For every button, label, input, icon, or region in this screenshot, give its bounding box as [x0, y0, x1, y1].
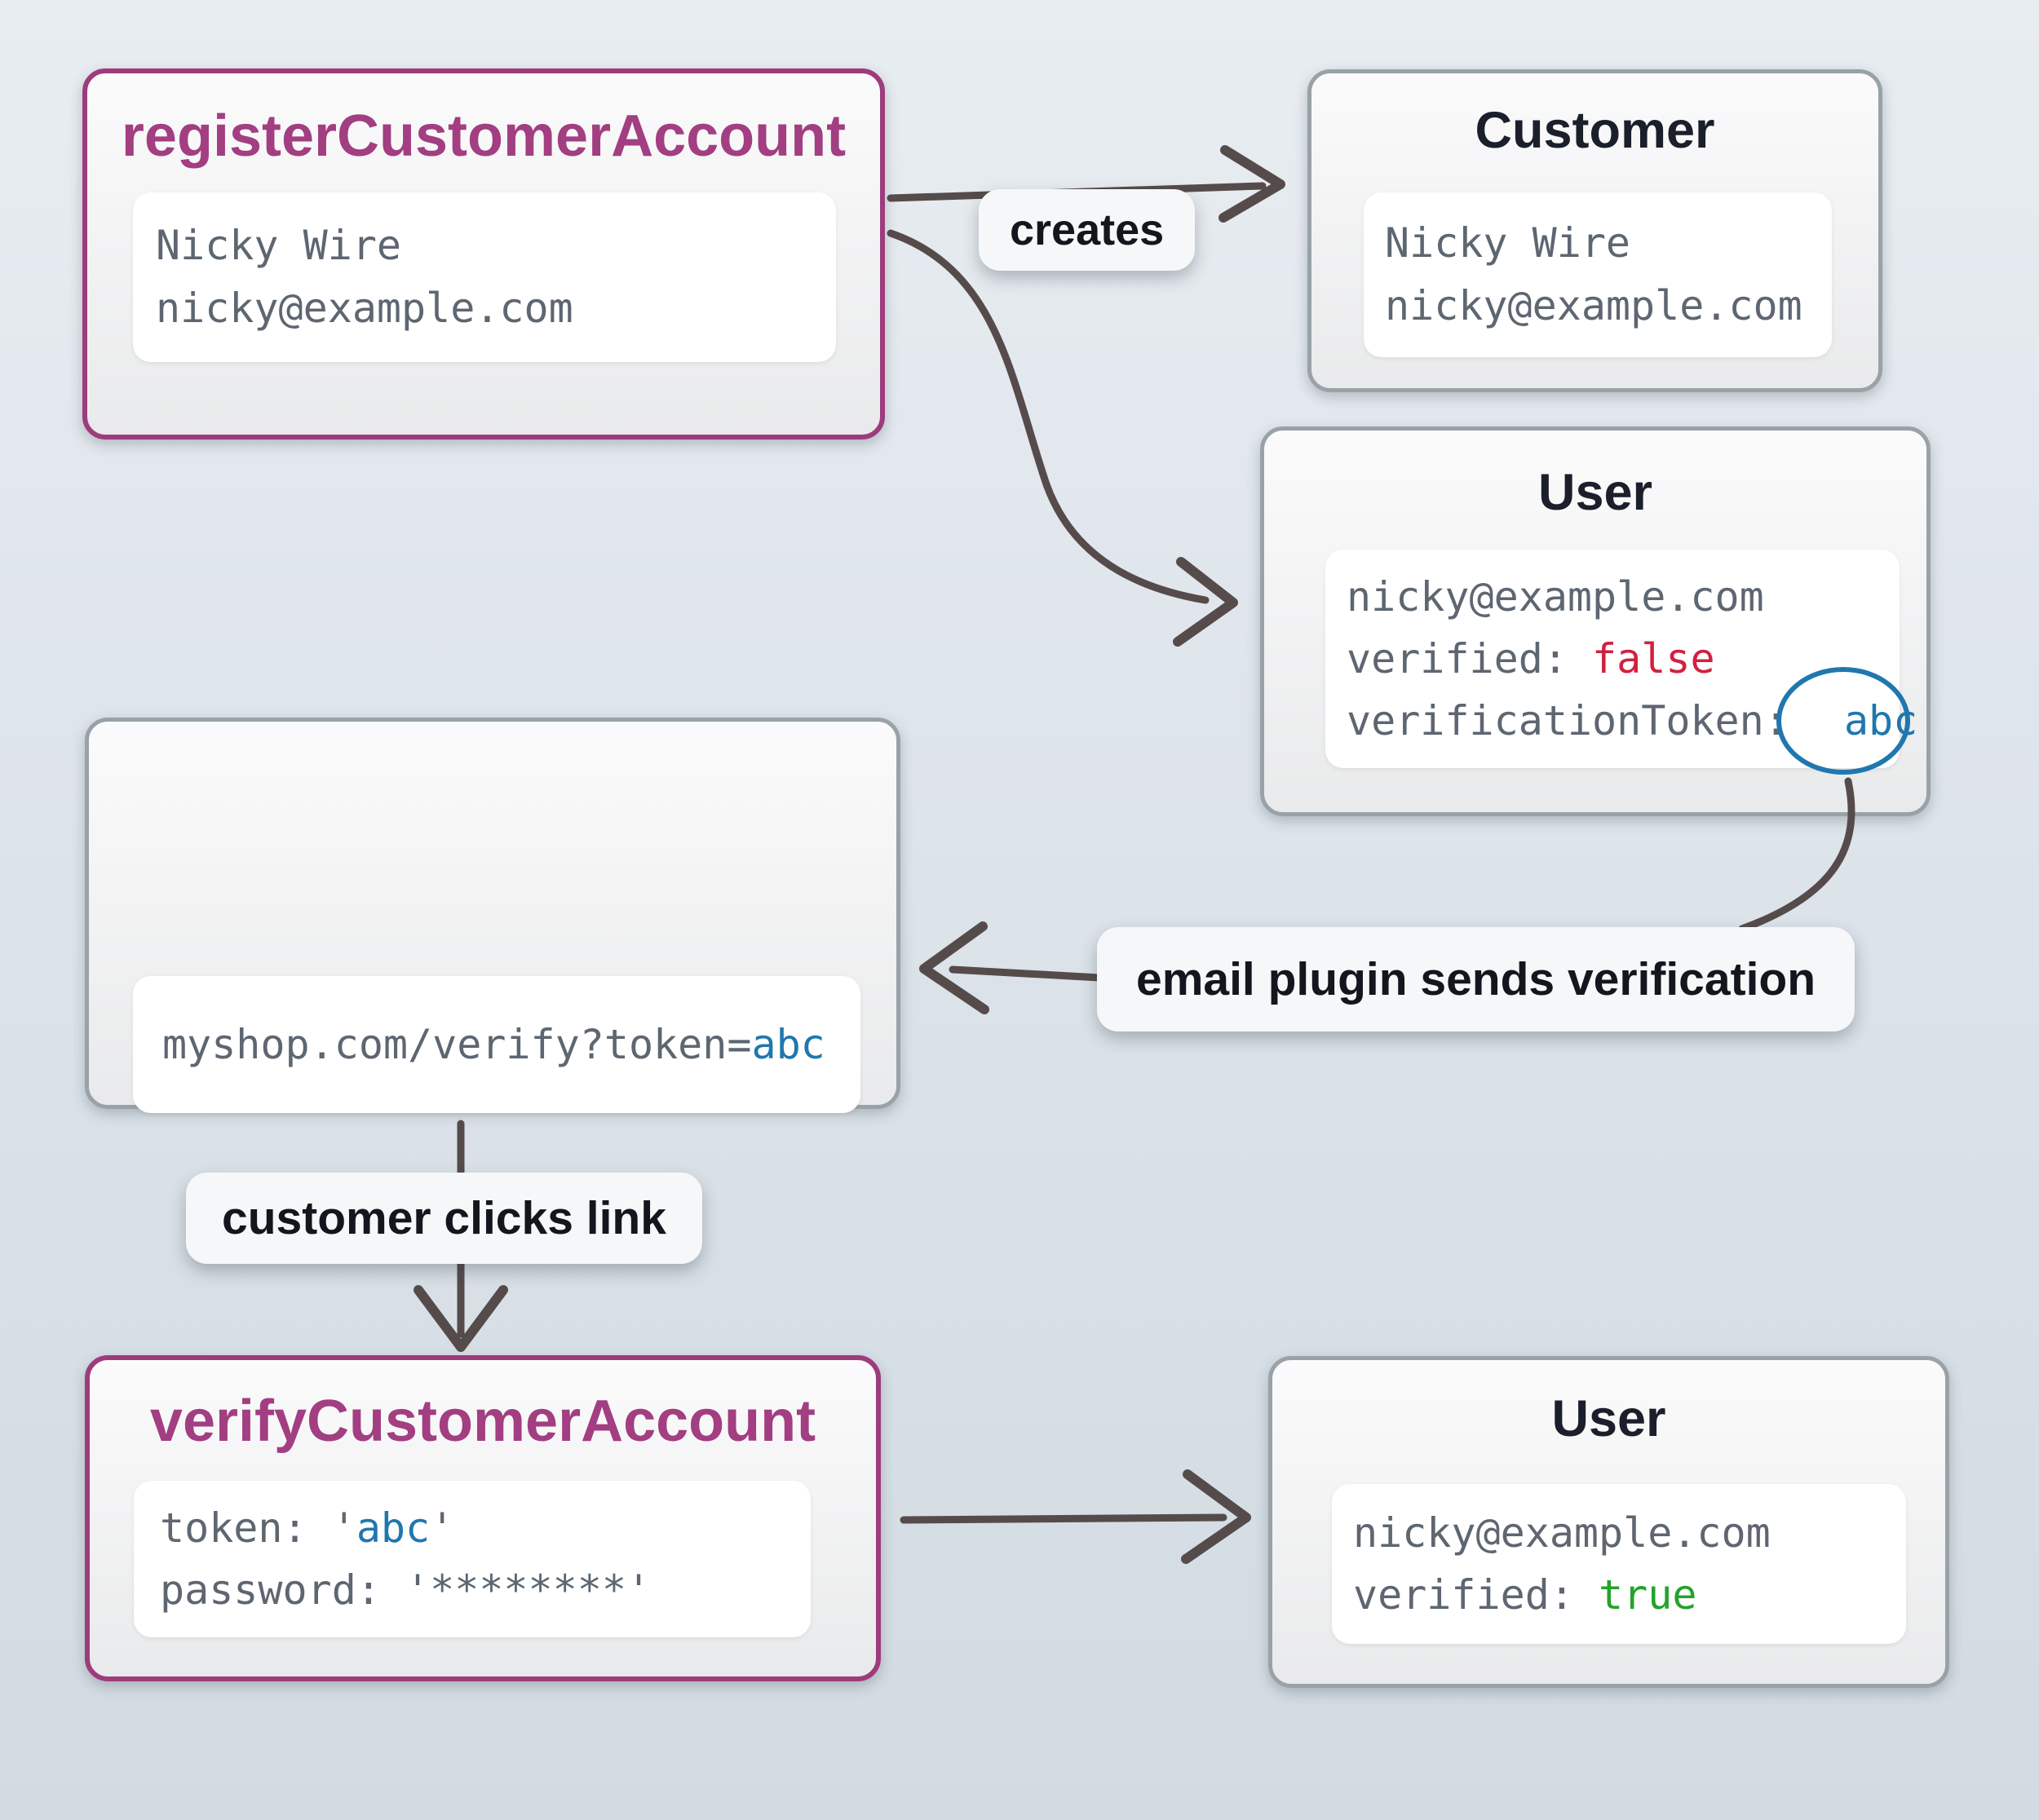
verify-payload: token: 'abc' password: '********' — [134, 1481, 811, 1637]
node-title-register: registerCustomerAccount — [121, 104, 847, 169]
user-verified-email: nicky@example.com — [1353, 1509, 1771, 1557]
user-unverified-email: nicky@example.com — [1347, 573, 1764, 621]
node-title-user-unverified: User — [1537, 464, 1653, 521]
verify-token-line: token: 'abc' — [160, 1497, 811, 1559]
verification-link: myshop.com/verify?token=abc — [133, 976, 860, 1113]
node-title-verify: verifyCustomerAccount — [149, 1389, 816, 1454]
edge-register-to-customer-arrowhead — [1219, 145, 1285, 223]
edge-label-to-email — [949, 965, 1104, 982]
register-email: nicky@example.com — [156, 285, 573, 332]
node-verify-customer-account: verifyCustomerAccount token: 'abc' passw… — [85, 1355, 881, 1681]
customer-name: Nicky Wire — [1385, 219, 1631, 267]
user-verified-record: nicky@example.com verified: true — [1332, 1484, 1906, 1644]
node-title-user-verified: User — [1551, 1390, 1666, 1447]
node-customer: Customer Nicky Wire nicky@example.com — [1307, 69, 1882, 392]
verified-value-false: false — [1592, 635, 1715, 682]
verified-key: verified: — [1353, 1571, 1599, 1619]
token-suffix: ' — [430, 1504, 455, 1552]
edge-label-to-email-arrowhead — [919, 921, 989, 1014]
edge-label-customer-clicks: customer clicks link — [186, 1173, 702, 1264]
link-token: abc — [751, 1020, 825, 1068]
verification-token-key: verificationToken: — [1347, 697, 1813, 744]
token-value: abc — [356, 1504, 431, 1552]
edge-label-email-plugin: email plugin sends verification — [1097, 927, 1855, 1031]
verification-link-text: myshop.com/verify?token=abc — [162, 1014, 860, 1076]
verified-key: verified: — [1347, 635, 1593, 682]
edge-label-creates: creates — [979, 189, 1196, 271]
node-email-message: myshop.com/verify?token=abc — [85, 718, 900, 1663]
verified-value-true: true — [1599, 1571, 1697, 1619]
token-prefix: token: ' — [160, 1504, 356, 1552]
edge-verify-to-user-arrowhead — [1181, 1469, 1251, 1564]
node-user-verified: User nicky@example.com verified: true — [1268, 1356, 1949, 1688]
verify-password-line: password: '********' — [160, 1566, 652, 1614]
link-prefix: myshop.com/verify?token= — [162, 1020, 752, 1068]
user-unverified-verified-line: verified: false — [1347, 628, 1900, 690]
token-highlight-circle — [1776, 667, 1910, 775]
edge-register-to-user — [887, 229, 1210, 604]
register-payload: Nicky Wire nicky@example.com — [133, 192, 836, 362]
edge-verify-to-user — [900, 1513, 1227, 1524]
edge-email-to-verify-arrowhead — [414, 1285, 508, 1352]
user-verified-verified-line: verified: true — [1353, 1564, 1906, 1626]
node-title-customer: Customer — [1475, 102, 1715, 159]
edge-register-to-user-arrowhead — [1173, 557, 1238, 647]
node-register-customer-account: registerCustomerAccount Nicky Wire nicky… — [82, 68, 885, 440]
register-name: Nicky Wire — [156, 222, 402, 269]
customer-record: Nicky Wire nicky@example.com — [1364, 192, 1832, 357]
customer-email: nicky@example.com — [1385, 282, 1802, 329]
